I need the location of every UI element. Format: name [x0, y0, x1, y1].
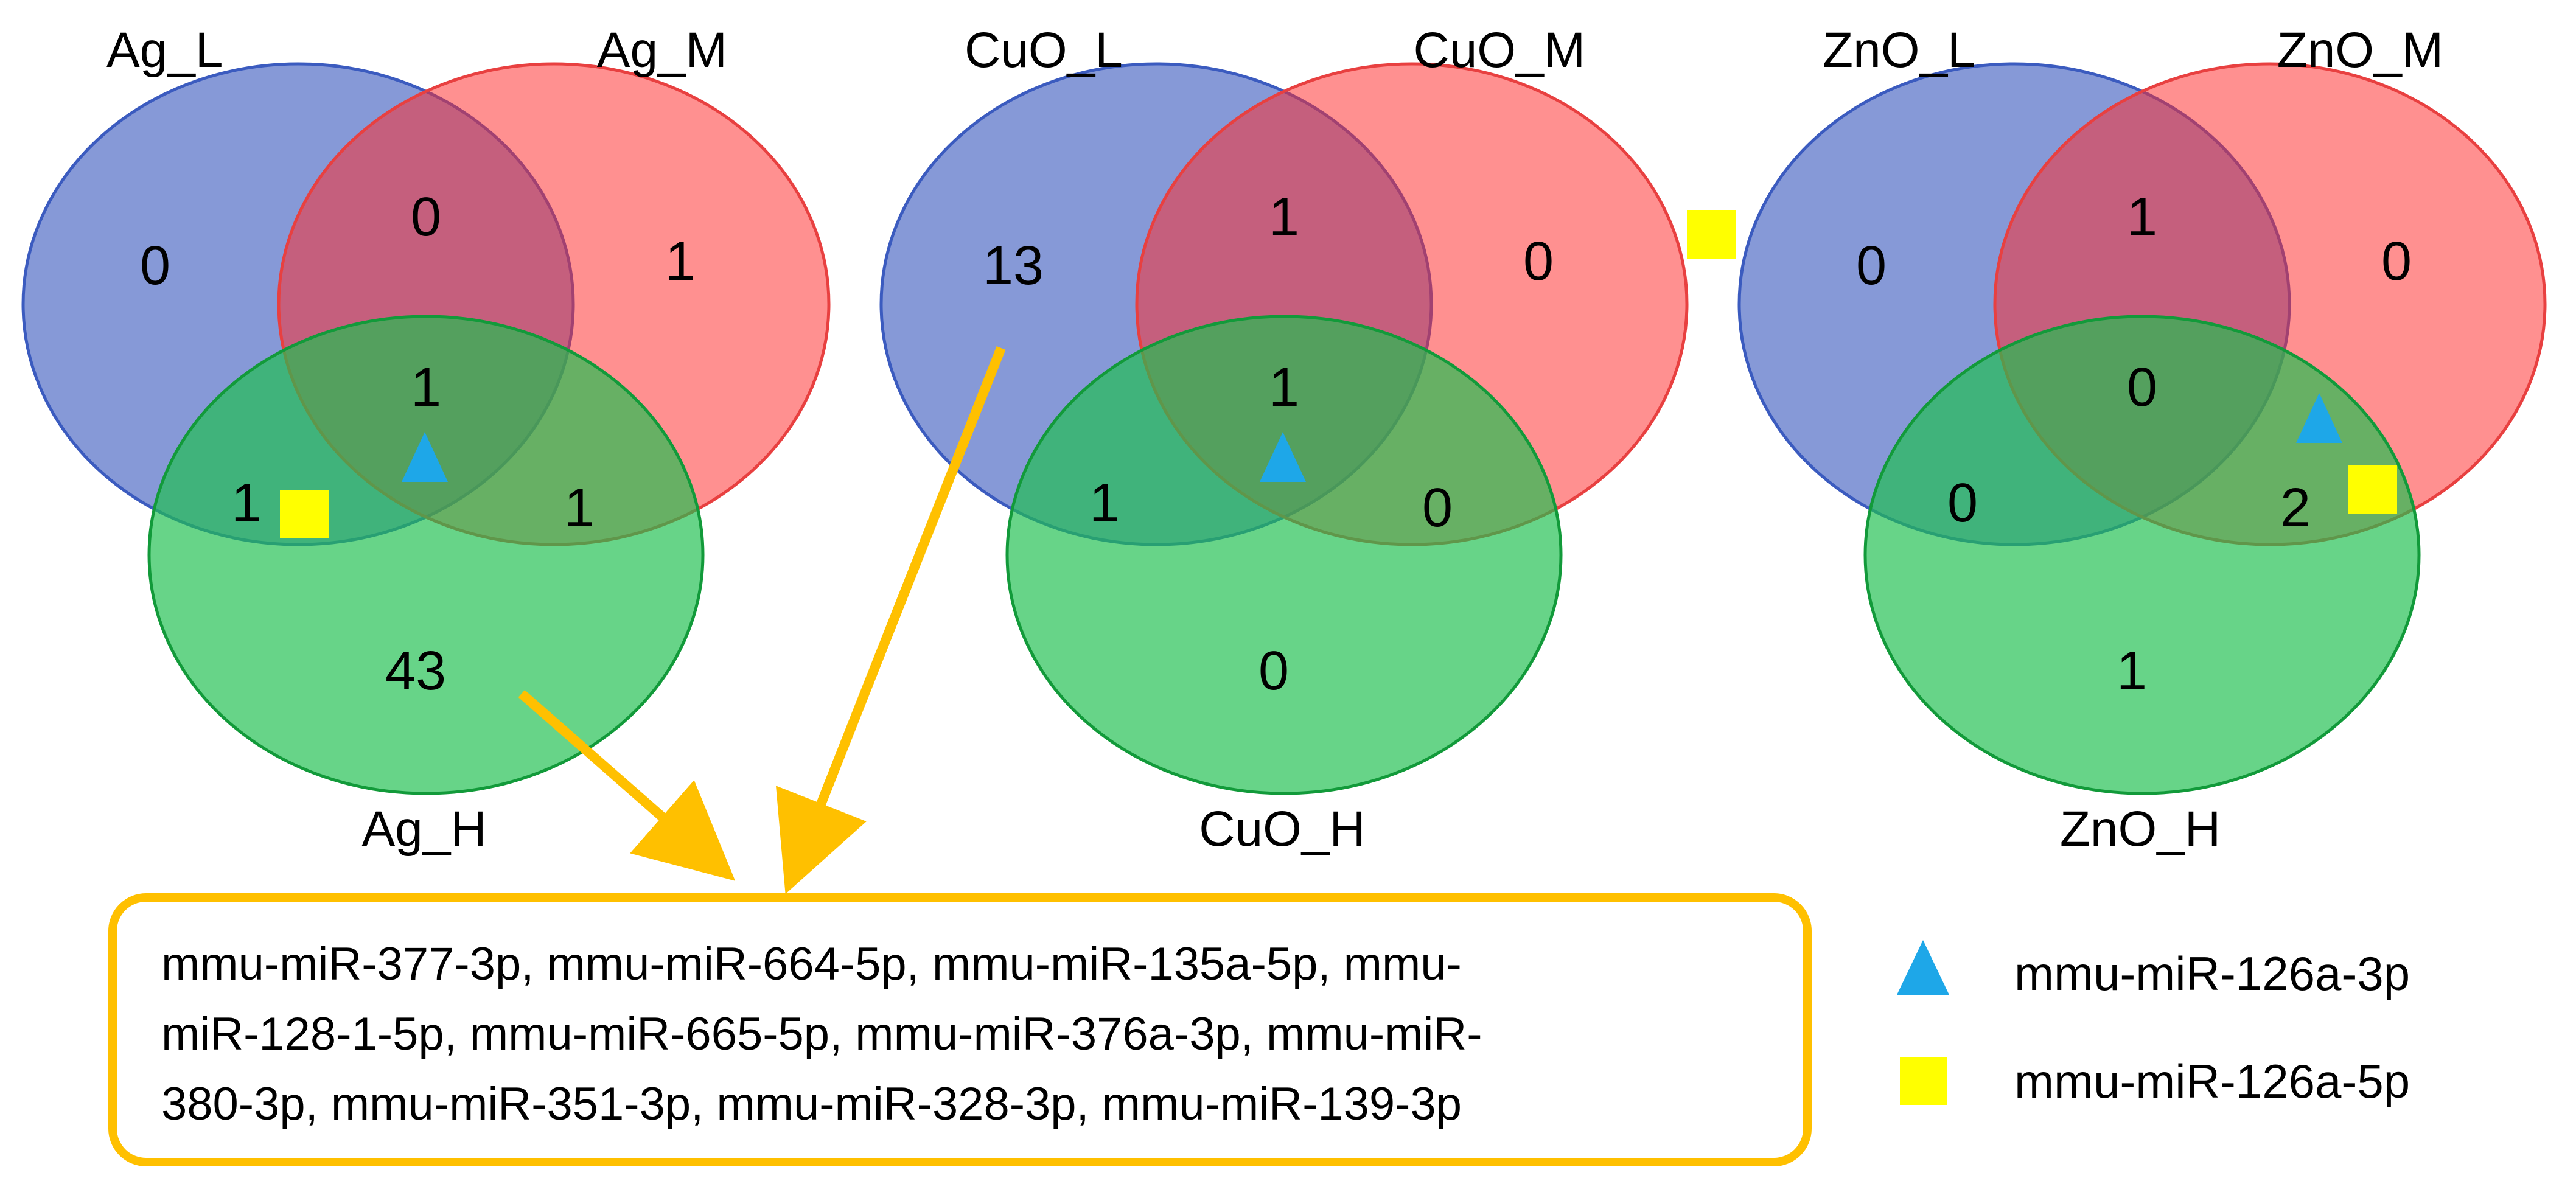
count-lh: 1 — [1089, 473, 1120, 534]
venn-diagram-3: ZnO_L ZnO_M ZnO_H 0 1 0 0 0 2 1 — [1737, 23, 2547, 857]
venn-diagram-1: Ag_L Ag_M Ag_H 0 0 1 1 1 1 43 — [21, 23, 831, 857]
count-l-only: 0 — [1856, 235, 1887, 296]
count-lmh: 1 — [1269, 357, 1299, 418]
square-icon — [2348, 465, 2397, 514]
legend-label-square: mmu-miR-126a-5p — [2014, 1054, 2410, 1108]
triangle-icon — [1260, 432, 1306, 482]
set-label-L: CuO_L — [965, 23, 1123, 78]
set-H-circle — [1005, 315, 1563, 795]
count-l-only: 13 — [983, 235, 1044, 296]
venn-diagram-2: CuO_L CuO_M CuO_H 13 1 0 1 1 0 0 — [879, 23, 1736, 857]
count-lm: 1 — [2127, 187, 2157, 248]
count-mh: 0 — [1422, 478, 1453, 538]
set-H-circle — [147, 315, 705, 795]
set-H-circle — [1863, 315, 2421, 795]
count-lh: 1 — [231, 473, 262, 534]
triangle-icon — [2296, 393, 2342, 443]
square-icon — [1900, 1057, 1947, 1105]
count-m-only: 1 — [665, 231, 696, 292]
square-icon — [1687, 210, 1736, 259]
count-lmh: 0 — [2127, 357, 2157, 418]
set-label-H: ZnO_H — [2060, 801, 2221, 857]
mirna-list-box: mmu-miR-377-3p, mmu-miR-664-5p, mmu-miR-… — [108, 893, 1812, 1166]
count-h-only: 1 — [2117, 641, 2147, 702]
count-mh: 1 — [564, 478, 595, 538]
arrow-cuo — [775, 346, 1006, 894]
count-lh: 0 — [1947, 473, 1978, 534]
set-label-L: Ag_L — [106, 23, 223, 78]
arrow-ag — [518, 689, 736, 881]
count-h-only: 43 — [385, 641, 446, 702]
set-label-H: CuO_H — [1199, 801, 1365, 857]
mirna-box-border — [108, 893, 1812, 1166]
mirna-line-3: 380-3p, mmu-miR-351-3p, mmu-miR-328-3p, … — [161, 1078, 1462, 1130]
count-h-only: 0 — [1258, 641, 1289, 702]
count-lmh: 1 — [411, 357, 441, 418]
count-mh: 2 — [2280, 478, 2311, 538]
mirna-line-2: miR-128-1-5p, mmu-miR-665-5p, mmu-miR-37… — [161, 1008, 1482, 1060]
count-l-only: 0 — [140, 235, 170, 296]
square-icon — [280, 490, 329, 538]
set-label-M: Ag_M — [597, 23, 727, 78]
arrows — [518, 346, 1006, 894]
count-m-only: 0 — [1523, 231, 1554, 292]
set-label-M: CuO_M — [1413, 23, 1585, 78]
count-lm: 1 — [1269, 187, 1299, 248]
triangle-icon — [1897, 940, 1949, 995]
legend-label-triangle: mmu-miR-126a-3p — [2014, 947, 2410, 1000]
count-m-only: 0 — [2381, 231, 2412, 292]
set-label-H: Ag_H — [361, 801, 486, 857]
set-label-M: ZnO_M — [2277, 23, 2443, 78]
mirna-line-1: mmu-miR-377-3p, mmu-miR-664-5p, mmu-miR-… — [161, 938, 1462, 990]
count-lm: 0 — [411, 187, 441, 248]
legend: mmu-miR-126a-3p mmu-miR-126a-5p — [1897, 940, 2410, 1108]
set-label-L: ZnO_L — [1823, 23, 1975, 78]
triangle-icon — [402, 432, 448, 482]
